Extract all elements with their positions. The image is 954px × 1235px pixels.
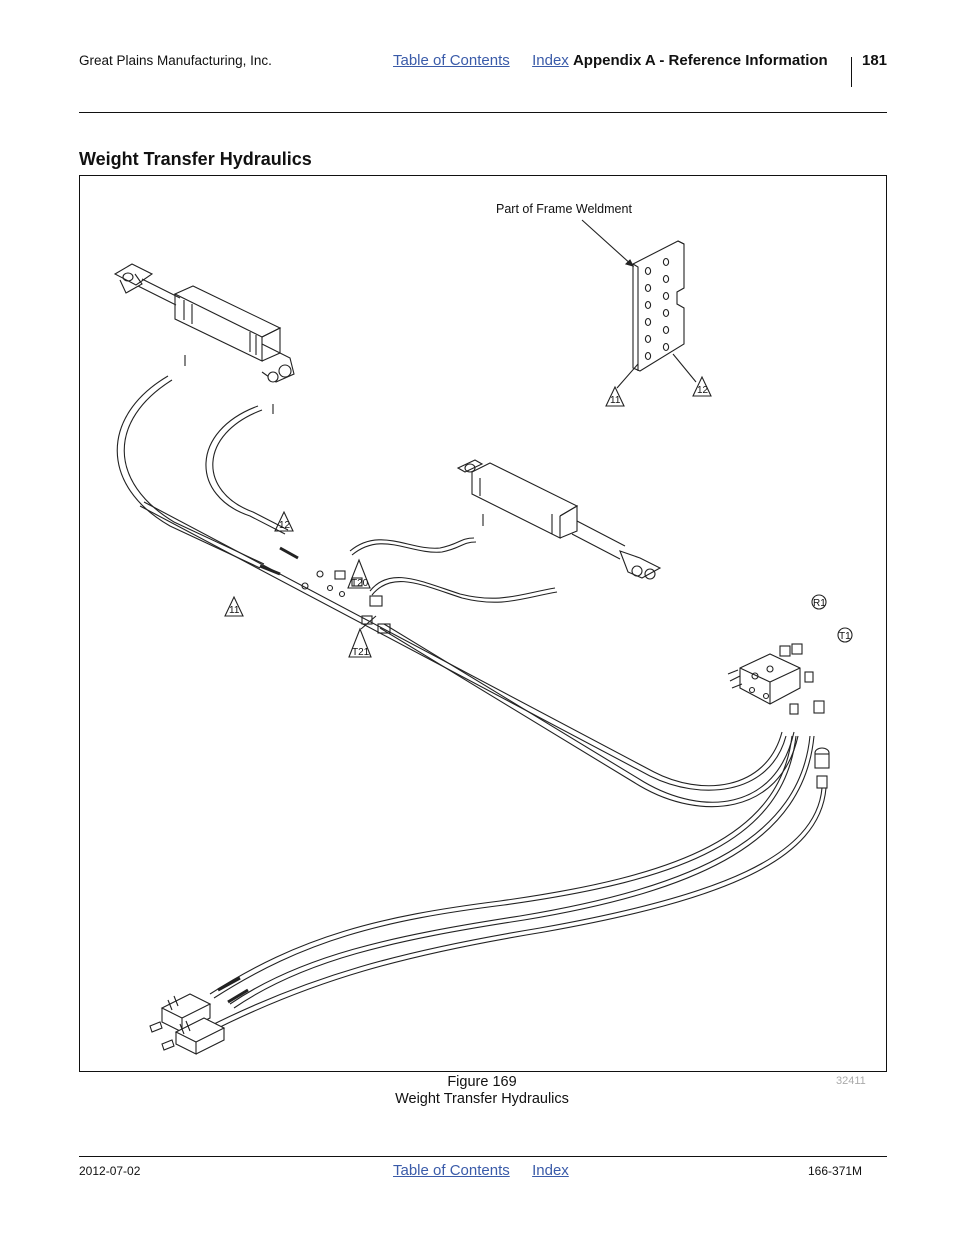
page-number: 181 <box>862 52 888 69</box>
hydraulics-diagram: Part of Frame Weldment 11 12 12 11 T20 T… <box>113 202 853 1055</box>
callout-11-top: 11 <box>610 395 621 406</box>
callout-circle-r1 <box>811 594 827 610</box>
tee-fittings <box>301 570 391 634</box>
footer-toc-link[interactable]: Table of Contents <box>393 1162 510 1179</box>
callout-t20: T20 <box>351 578 369 589</box>
figure-number: Figure 169 <box>447 1074 517 1090</box>
callout-triangle-11-top <box>605 385 625 407</box>
section-title: Weight Transfer Hydraulics <box>79 149 312 169</box>
drawing-id: 32411 <box>836 1075 866 1087</box>
company-name: Great Plains Manufacturing, Inc. <box>79 53 272 68</box>
header-nav: Table of Contents Index Appendix A - Ref… <box>393 52 828 69</box>
header-toc-link[interactable]: Table of Contents <box>393 52 510 69</box>
footer-index-link[interactable]: Index <box>532 1162 569 1179</box>
callout-t21: T21 <box>352 647 370 658</box>
callout-11-mid: 11 <box>229 605 240 616</box>
frame-weldment-label: Part of Frame Weldment <box>496 202 632 216</box>
hydraulic-cylinder-middle <box>456 459 662 580</box>
hoses-cylinder-left <box>116 375 299 576</box>
figure-frame: Part of Frame Weldment 11 12 12 11 T20 T… <box>79 175 887 1072</box>
hoses-cylinder-middle <box>349 537 558 603</box>
frame-weldment-plate <box>632 240 685 372</box>
callout-triangle-11-mid <box>224 595 244 617</box>
hoses-to-couplers <box>209 735 827 1031</box>
callout-triangle-t20 <box>347 558 371 589</box>
footer-nav: Table of Contents Index <box>393 1162 569 1179</box>
callout-circle-t1 <box>837 627 853 643</box>
callout-t1: T1 <box>839 631 851 642</box>
hydraulic-cylinder-left <box>113 263 295 414</box>
callout-r1: R1 <box>813 598 826 609</box>
callout-12-top: 12 <box>697 385 709 396</box>
quick-couplers <box>149 993 226 1055</box>
long-hose-bundle <box>139 501 799 808</box>
header-divider <box>851 57 852 87</box>
frame-leader-line <box>581 219 634 267</box>
section-heading: Appendix A - Reference Information <box>572 52 828 69</box>
callout-triangle-t21 <box>348 627 372 658</box>
callout-triangle-12-mid <box>274 510 294 532</box>
valve-block <box>727 643 830 789</box>
footer-rule <box>79 1156 887 1157</box>
footer-date: 2012-07-02 <box>79 1164 141 1178</box>
header-rule <box>79 112 887 113</box>
header-index-link[interactable]: Index <box>532 52 569 69</box>
footer-doc-number: 166-371M <box>808 1164 863 1178</box>
figure-caption: Weight Transfer Hydraulics <box>395 1091 569 1107</box>
plate-holes <box>644 257 670 361</box>
callout-triangle-12-top <box>692 375 712 397</box>
callout-12-mid: 12 <box>279 520 291 531</box>
